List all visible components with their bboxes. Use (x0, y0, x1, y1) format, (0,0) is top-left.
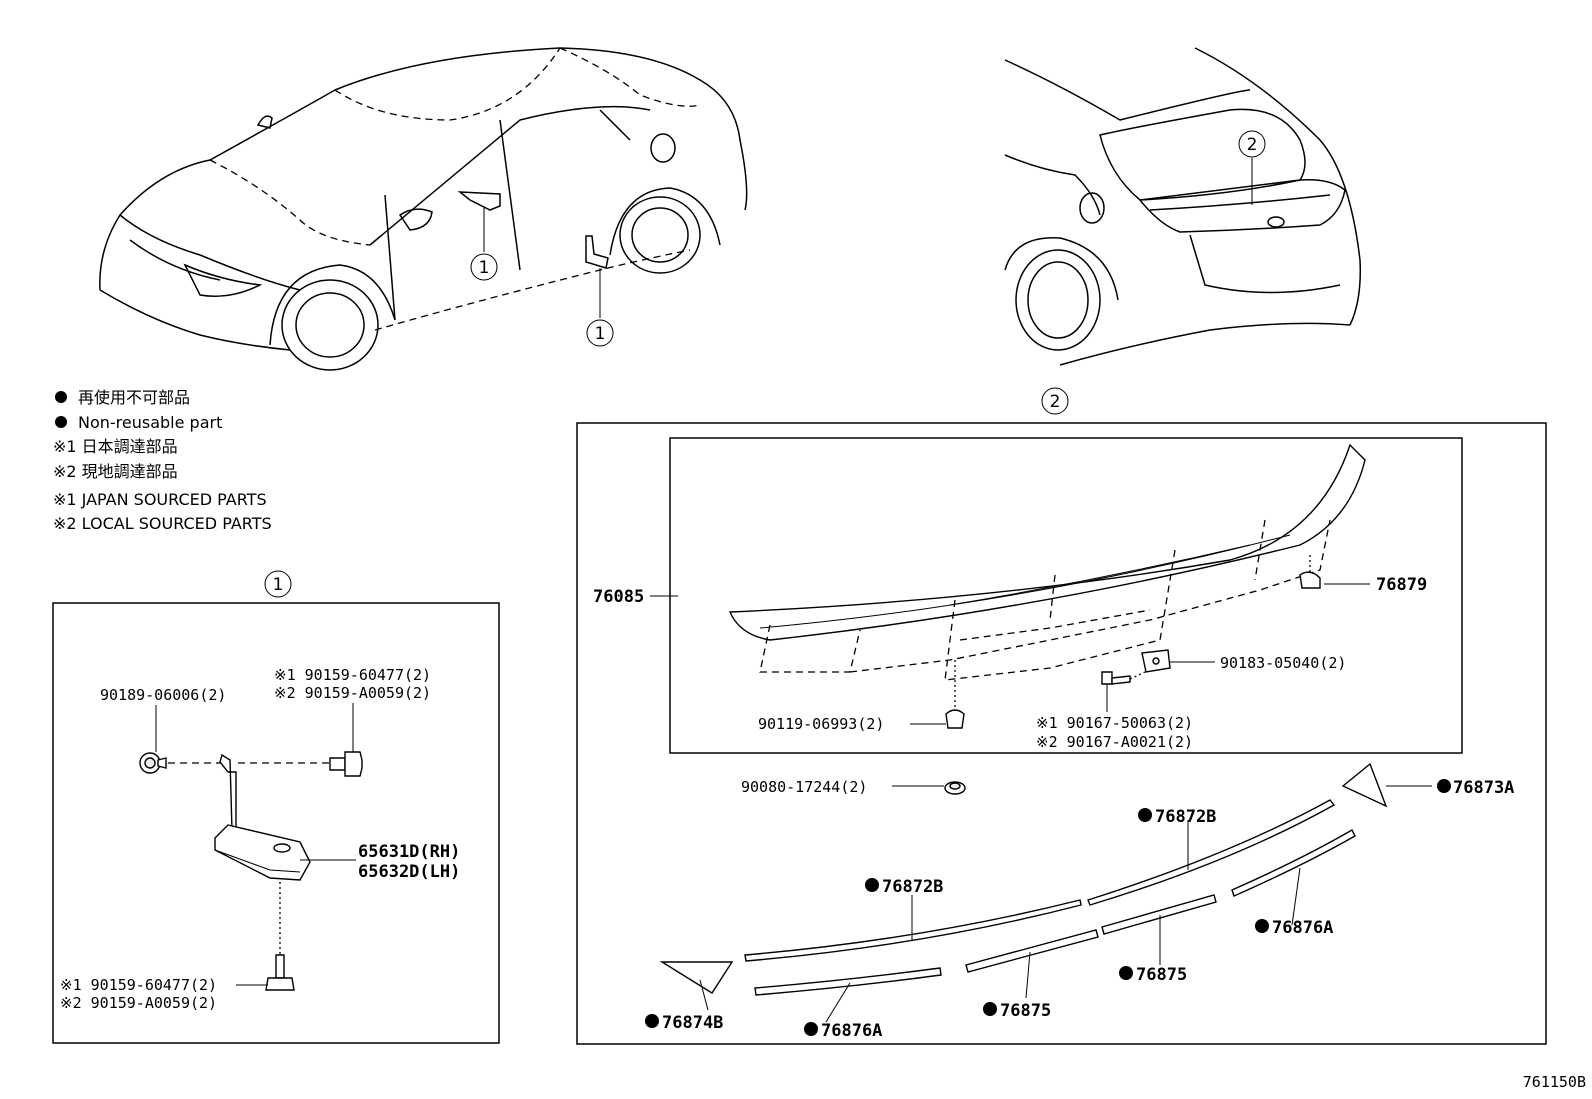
tape-upper-icon (1087, 799, 1336, 906)
non-reusable-bullet-icon (804, 1022, 818, 1036)
svg-text:1: 1 (595, 324, 606, 344)
seal-right-icon (1101, 894, 1217, 935)
label-screw-bottom-1: ※1 90159-60477(2) (60, 976, 217, 994)
car-rear-illustration (1004, 47, 1362, 366)
grommet-icon (944, 781, 966, 795)
non-reusable-bullet-icon (55, 416, 67, 428)
strip-left-icon (754, 967, 942, 996)
detail-box-1 (52, 602, 500, 1044)
label-65631d-rh: 65631D(RH) (358, 842, 460, 862)
label-90183-05040: 90183-05040(2) (1220, 654, 1346, 672)
label-76876a-right: 76876A (1272, 918, 1333, 938)
box2-spoiler (728, 443, 1370, 729)
callout-1-door: 1 (470, 253, 498, 281)
legend-note1-ja: ※1 日本調達部品 (53, 437, 178, 456)
nut-icon (1141, 649, 1171, 673)
label-76873a: 76873A (1453, 778, 1514, 798)
legend-note2-ja: ※2 現地調達部品 (53, 462, 178, 481)
svg-text:1: 1 (479, 258, 490, 278)
label-90080-17244: 90080-17244(2) (741, 778, 867, 796)
svg-text:1: 1 (273, 575, 284, 595)
non-reusable-bullet-icon (983, 1002, 997, 1016)
label-76875-left: 76875 (1000, 1001, 1051, 1021)
box2-labels: 76085 76879 90183-05040(2) 90119-06993(2… (593, 575, 1514, 1041)
non-reusable-bullet-icon (1119, 966, 1133, 980)
callout-1-rocker: 1 (586, 319, 614, 347)
callout-2-rear-car: 2 (1238, 130, 1266, 158)
screw-icon (265, 954, 295, 991)
legend-non-reusable-ja: 再使用不可部品 (78, 388, 190, 407)
strip-right-icon (1231, 829, 1356, 897)
label-bolt-1: ※1 90167-50063(2) (1036, 714, 1193, 732)
label-76874b: 76874B (662, 1013, 723, 1033)
callout-1-box-header: 1 (264, 570, 292, 598)
figure-id: 761150B (1523, 1073, 1586, 1091)
non-reusable-bullet-icon (55, 391, 67, 403)
label-76876a-left: 76876A (821, 1021, 882, 1041)
clip-icon (945, 709, 965, 729)
bolt-icon (329, 751, 363, 777)
label-bolt-top-1: ※1 90159-60477(2) (274, 666, 431, 684)
non-reusable-bullet-icon (1437, 779, 1451, 793)
label-90189-06006: 90189-06006(2) (100, 686, 226, 704)
clip-icon (139, 752, 167, 774)
tape-lower-icon (744, 899, 1082, 962)
seal-left-icon (965, 929, 1099, 973)
svg-text:2: 2 (1247, 135, 1258, 155)
label-76872b-lower: 76872B (882, 877, 943, 897)
rocker-bracket-icon (214, 753, 311, 881)
non-reusable-bullet-icon (645, 1014, 659, 1028)
non-reusable-bullet-icon (1255, 919, 1269, 933)
cap-icon (1299, 571, 1321, 589)
label-bolt-top-2: ※2 90159-A0059(2) (274, 684, 431, 702)
label-65632d-lh: 65632D(LH) (358, 862, 460, 882)
legend-note1-en: ※1 JAPAN SOURCED PARTS (53, 490, 267, 509)
label-76879: 76879 (1376, 575, 1427, 595)
label-bolt-2: ※2 90167-A0021(2) (1036, 733, 1193, 751)
pad-right-icon (1341, 762, 1388, 808)
box2-strips (659, 762, 1432, 1023)
pad-left-icon (659, 961, 734, 994)
rear-spoiler-icon (728, 443, 1366, 641)
box1-labels: 90189-06006(2) ※1 90159-60477(2) ※2 9015… (60, 666, 460, 1012)
label-76872b-upper: 76872B (1155, 807, 1216, 827)
legend-note2-en: ※2 LOCAL SOURCED PARTS (53, 514, 272, 533)
non-reusable-bullet-icon (865, 878, 879, 892)
non-reusable-bullet-icon (1138, 808, 1152, 822)
bolt-icon (1101, 671, 1131, 685)
svg-text:2: 2 (1050, 392, 1061, 412)
callout-2-box-header: 2 (1041, 387, 1069, 415)
legend: 再使用不可部品 Non-reusable part ※1 日本調達部品 ※2 現… (53, 388, 272, 533)
box1-parts (139, 703, 363, 991)
car-front-illustration (99, 47, 748, 371)
detail-box-2 (576, 422, 1547, 1045)
label-screw-bottom-2: ※2 90159-A0059(2) (60, 994, 217, 1012)
label-76085: 76085 (593, 587, 644, 607)
label-90119-06993: 90119-06993(2) (758, 715, 884, 733)
label-76875-right: 76875 (1136, 965, 1187, 985)
legend-non-reusable-en: Non-reusable part (78, 413, 222, 432)
